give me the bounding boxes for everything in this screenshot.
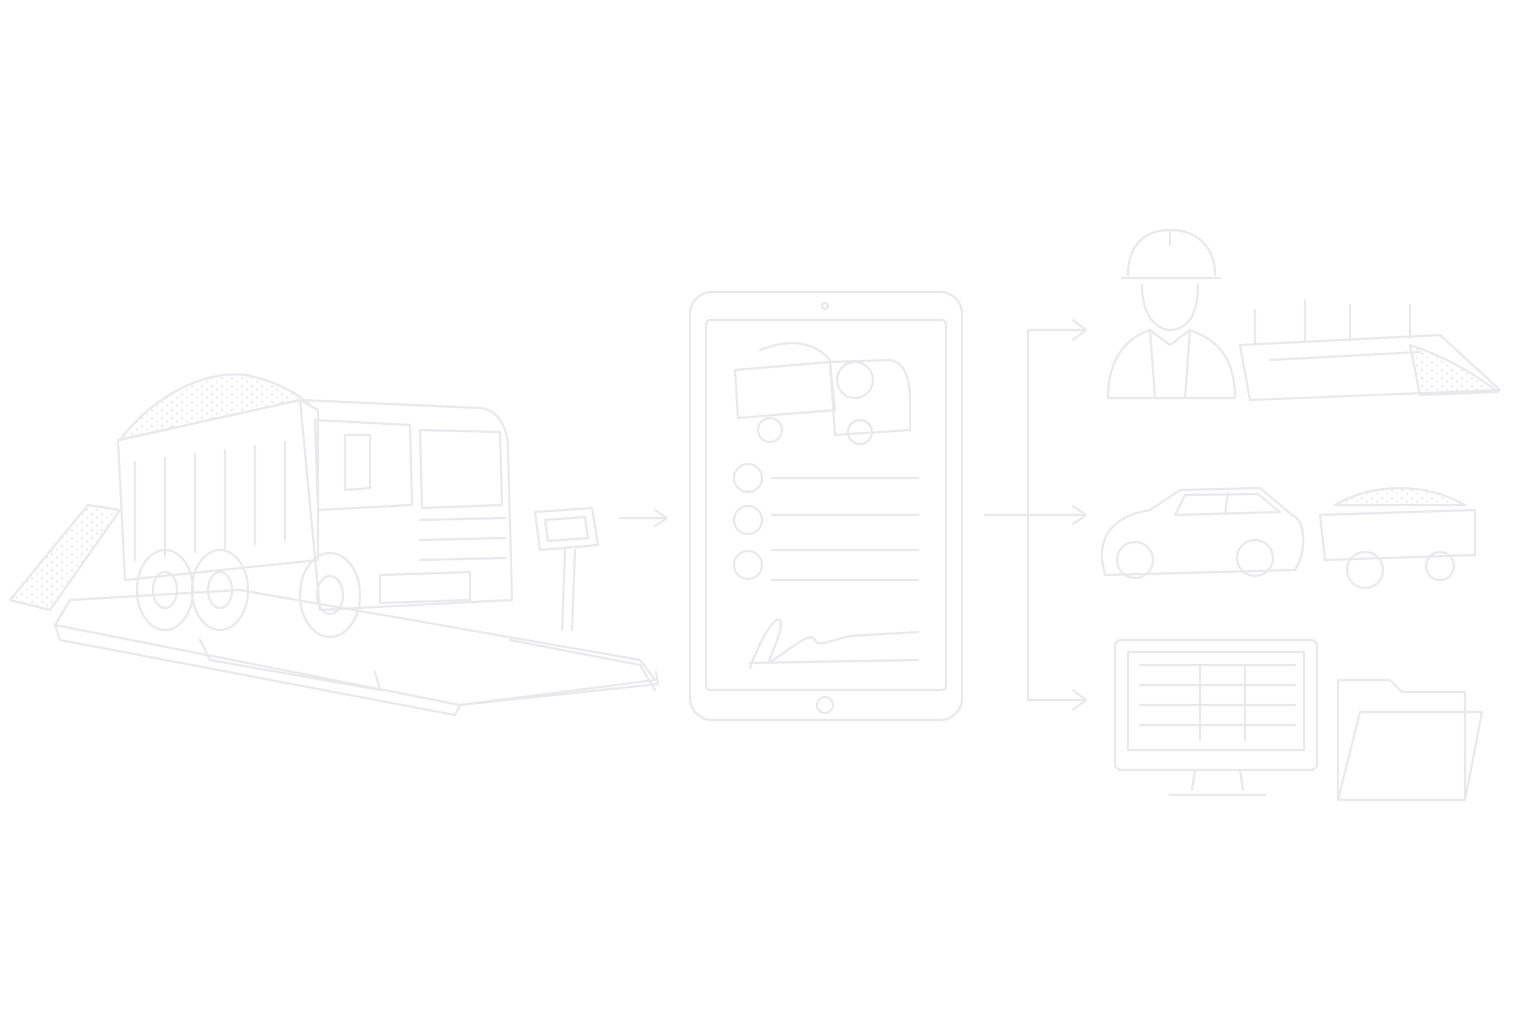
car-icon [1100,486,1305,580]
branch-connector [983,318,1088,712]
arrow-to-tablet [618,508,669,528]
tablet-checklist [732,462,920,582]
trailer-icon [1318,487,1477,590]
tablet-ticket-icon [688,290,964,722]
folder-icon [1336,678,1484,802]
worker-icon [1106,228,1237,400]
site-layout-icon [1238,298,1502,402]
monitor-spreadsheet-icon [1113,638,1319,797]
dump-truck-on-weighbridge-icon [8,373,660,717]
tablet-truck-illustration [733,342,912,446]
